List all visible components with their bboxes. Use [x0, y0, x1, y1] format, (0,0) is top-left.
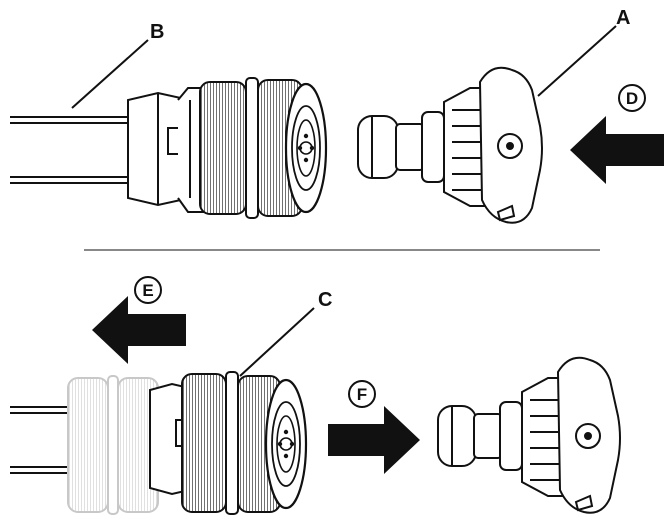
arrow-f: [328, 406, 420, 474]
leader-c: [239, 307, 315, 377]
coupler-body-top: [127, 87, 209, 213]
arrow-d: [570, 116, 664, 184]
nozzle-tip-bottom: [437, 356, 621, 514]
bottom-assembly: E F C: [10, 276, 621, 515]
label-c: C: [318, 289, 332, 311]
callout-d: D: [618, 84, 646, 112]
coupler-sleeve-top: [199, 77, 328, 219]
callout-f: F: [348, 380, 376, 408]
coupler-sleeve-bottom: [181, 371, 308, 515]
callout-e: E: [134, 276, 162, 304]
top-assembly: D A B: [10, 7, 664, 224]
label-d: D: [626, 89, 638, 108]
label-e: E: [142, 281, 153, 300]
label-f: F: [357, 385, 367, 404]
label-a: A: [616, 7, 630, 29]
arrow-e: [92, 296, 186, 364]
leader-a: [537, 25, 617, 97]
label-b: B: [150, 21, 164, 43]
nozzle-tip-top: [357, 66, 543, 224]
leader-b: [71, 39, 149, 109]
hose-top: [10, 116, 130, 184]
sleeve-ghost: [67, 375, 159, 515]
